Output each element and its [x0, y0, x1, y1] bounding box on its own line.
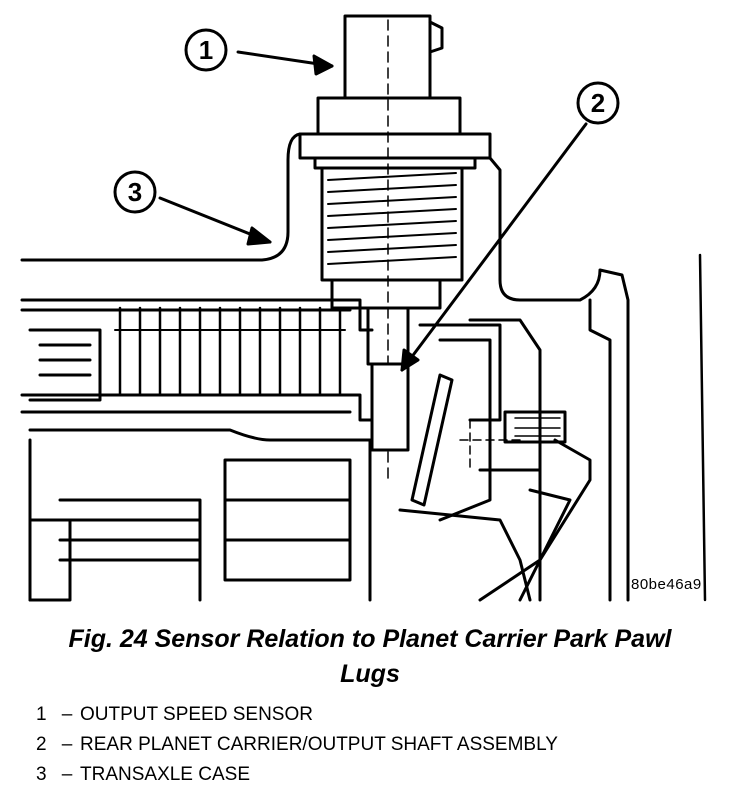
- rear-planet-carrier: [20, 298, 374, 602]
- legend-number: 2: [36, 734, 47, 755]
- caption-line-1: Fig. 24 Sensor Relation to Planet Carrie…: [68, 625, 672, 653]
- legend-item: 2–REAR PLANET CARRIER/OUTPUT SHAFT ASSEM…: [36, 730, 558, 760]
- callout-number-3: 3: [128, 177, 142, 207]
- callout-circle-2: [576, 81, 620, 125]
- arrowhead-3: [246, 226, 272, 246]
- arrowhead-1: [312, 54, 334, 76]
- legend-label: REAR PLANET CARRIER/OUTPUT SHAFT ASSEMBL…: [80, 734, 558, 755]
- legend-number: 3: [36, 764, 47, 785]
- legend-number: 1: [36, 704, 47, 725]
- callout-circle-3: [113, 170, 157, 214]
- leader-arrow-2: [400, 122, 588, 372]
- sensor-threads: [327, 172, 457, 265]
- caption-line-2: Lugs: [340, 660, 400, 688]
- legend-dash: –: [61, 764, 73, 785]
- legend-dash: –: [61, 704, 73, 725]
- leader-arrows: [158, 50, 588, 372]
- legend-item: 3–TRANSAXLE CASE: [36, 760, 558, 790]
- legend-list: 1–OUTPUT SPEED SENSOR 2–REAR PLANET CARR…: [36, 700, 558, 790]
- callout-number-2: 2: [591, 88, 605, 118]
- callout-number-1: 1: [199, 35, 213, 65]
- park-pawl-assembly: [370, 323, 592, 602]
- callout-circle-1: [184, 28, 228, 72]
- output-speed-sensor: [298, 14, 492, 481]
- legend-label: TRANSAXLE CASE: [80, 764, 250, 785]
- legend-label: OUTPUT SPEED SENSOR: [80, 704, 313, 725]
- arrowhead-2: [400, 348, 420, 372]
- technical-diagram: 1 2 3: [20, 14, 707, 602]
- figure-caption: Fig. 24 Sensor Relation to Planet Carrie…: [20, 622, 720, 692]
- legend-item: 1–OUTPUT SPEED SENSOR: [36, 700, 558, 730]
- image-code: 80be46a9: [631, 576, 702, 593]
- legend-dash: –: [61, 734, 73, 755]
